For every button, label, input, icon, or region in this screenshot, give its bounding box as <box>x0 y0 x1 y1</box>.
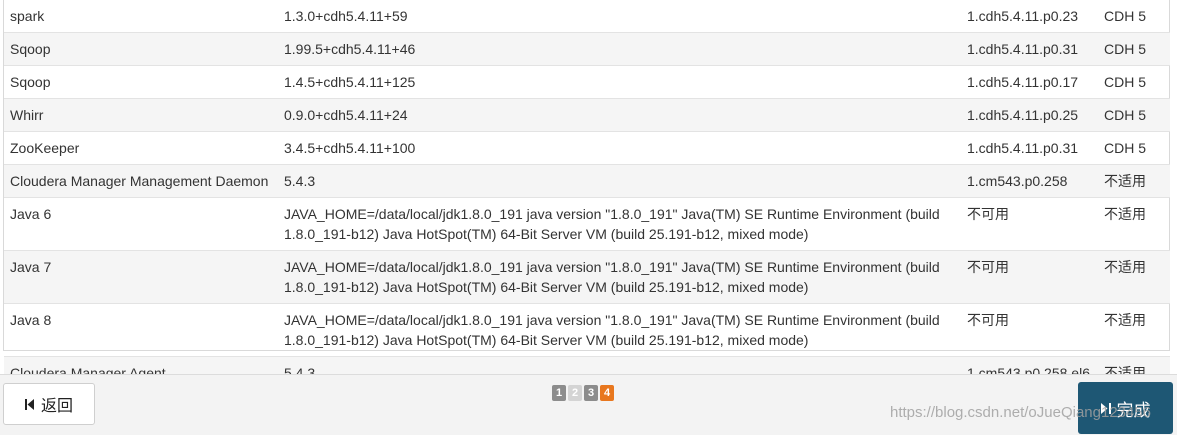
cdh-version-cell: CDH 5 <box>1098 98 1170 132</box>
version-cell: 1.4.5+cdh5.4.11+125 <box>278 65 961 99</box>
parcel-version-cell: 1.cdh5.4.11.p0.25 <box>961 98 1098 132</box>
version-cell: JAVA_HOME=/data/local/jdk1.8.0_191 java … <box>278 197 961 251</box>
version-cell: 0.9.0+cdh5.4.11+24 <box>278 98 961 132</box>
parcel-version-cell: 1.cdh5.4.11.p0.23 <box>967 8 1079 24</box>
component-name-cell: Cloudera Manager Management Daemon <box>4 164 278 198</box>
cdh-version-cell: CDH 5 <box>1104 8 1147 24</box>
parcel-version-cell: 1.cdh5.4.11.p0.17 <box>961 65 1098 99</box>
parcel-version-cell: 1.cdh5.4.11.p0.31 <box>961 32 1098 66</box>
component-name-cell: ZooKeeper <box>4 131 278 165</box>
finish-button-label: 完成 <box>1116 400 1151 420</box>
version-cell: 5.4.3 <box>278 164 961 198</box>
component-name-cell: Sqoop <box>4 65 278 99</box>
component-version-table: spark 1.3.0+cdh5.4.11+59 1.cdh5.4.11.p0.23… <box>3 0 1170 389</box>
component-name-cell: Java 7 <box>4 250 278 304</box>
component-name-cell: spark <box>10 8 45 24</box>
cdh-version-cell: 不适用 <box>1098 250 1170 304</box>
back-button[interactable]: 返回 <box>3 383 95 425</box>
component-name-cell: Java 6 <box>4 197 278 251</box>
version-table: spark 1.3.0+cdh5.4.11+59 1.cdh5.4.11.p0.23… <box>4 0 1170 389</box>
component-name-cell: Whirr <box>4 98 278 132</box>
cdh-version-cell: 不适用 <box>1098 303 1170 357</box>
version-cell: 3.4.5+cdh5.4.11+100 <box>278 131 961 165</box>
page-2-button[interactable]: 2 <box>568 385 582 401</box>
cdh-version-cell: 不适用 <box>1098 164 1170 198</box>
parcel-version-cell: 不可用 <box>961 197 1098 251</box>
parcel-version-cell: 不可用 <box>961 303 1098 357</box>
finish-button[interactable]: 完成 <box>1078 382 1173 434</box>
cdh-version-cell: 不适用 <box>1098 197 1170 251</box>
page-1-button[interactable]: 1 <box>552 385 566 401</box>
parcel-version-cell: 1.cm543.p0.258 <box>961 164 1098 198</box>
version-cell: JAVA_HOME=/data/local/jdk1.8.0_191 java … <box>278 303 961 357</box>
skip-forward-icon <box>1100 402 1111 414</box>
component-name-cell: Sqoop <box>4 32 278 66</box>
version-cell: JAVA_HOME=/data/local/jdk1.8.0_191 java … <box>278 250 961 304</box>
table-row: spark 1.3.0+cdh5.4.11+59 1.cdh5.4.11.p0.23… <box>4 0 1170 33</box>
cdh-version-cell: CDH 5 <box>1098 131 1170 165</box>
page-4-button[interactable]: 4 <box>600 385 614 401</box>
parcel-version-cell: 1.cdh5.4.11.p0.31 <box>961 131 1098 165</box>
parcel-version-cell: 不可用 <box>961 250 1098 304</box>
back-button-label: 返回 <box>40 398 73 415</box>
version-cell: 1.3.0+cdh5.4.11+59 <box>284 8 408 24</box>
skip-back-icon <box>24 398 35 410</box>
component-name-cell: Java 8 <box>4 303 278 357</box>
table-body: spark 1.3.0+cdh5.4.11+59 1.cdh5.4.11.p0.23… <box>4 0 1170 389</box>
cdh-version-cell: CDH 5 <box>1098 65 1170 99</box>
page-3-button[interactable]: 3 <box>584 385 598 401</box>
version-cell: 1.99.5+cdh5.4.11+46 <box>278 32 961 66</box>
cdh-version-cell: CDH 5 <box>1098 32 1170 66</box>
